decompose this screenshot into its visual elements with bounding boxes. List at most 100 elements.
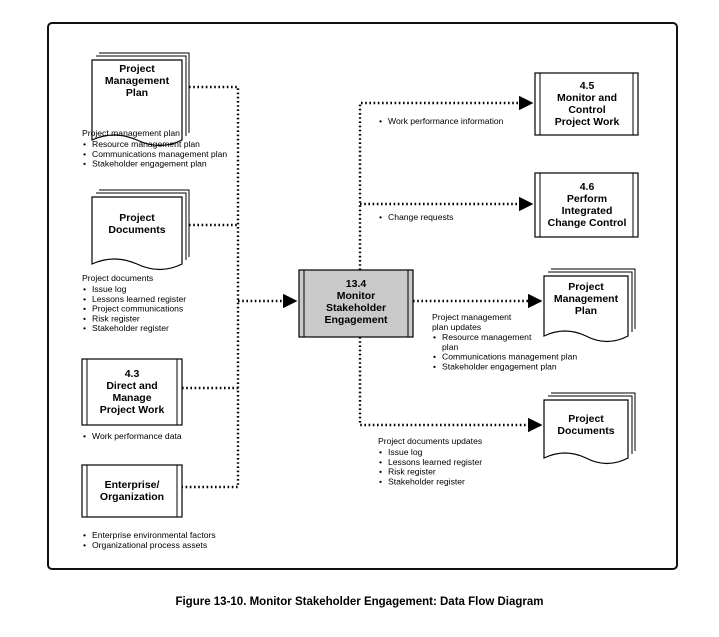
direct-manage-items: • Work performance data <box>83 431 182 441</box>
bullet: • <box>433 361 436 371</box>
title-line: Integrated <box>562 205 613 217</box>
list-item: Change requests <box>388 212 453 222</box>
title-line: 4.5 <box>580 80 595 92</box>
monitor-control-items: • Work performance information <box>379 116 504 126</box>
list-item: Enterprise environmental factors <box>92 530 216 540</box>
bullet: • <box>83 294 86 304</box>
bullet: • <box>379 447 382 457</box>
title-line: plan updates <box>432 322 481 332</box>
title-line: Project management <box>432 312 512 322</box>
title-line: Change Control <box>548 217 627 229</box>
list-item: Stakeholder engagement plan <box>92 159 207 169</box>
title-line: Management <box>105 75 170 87</box>
list-item: Communications management plan <box>92 149 227 159</box>
list-item: Organizational process assets <box>92 540 207 550</box>
title-line: Project <box>119 63 155 75</box>
bullet: • <box>83 139 86 149</box>
title-line: Monitor <box>337 290 376 302</box>
list-item: Stakeholder engagement plan <box>442 361 557 371</box>
project-docs-input-items: •Issue log•Lessons learned register•Proj… <box>83 284 186 333</box>
title-line: Perform <box>567 193 607 205</box>
bullet: • <box>83 159 86 169</box>
title-line: Direct and <box>106 380 157 392</box>
title-line: Control <box>568 104 605 116</box>
bullet: • <box>83 431 86 441</box>
list-item: Stakeholder register <box>92 323 169 333</box>
title-line: 4.3 <box>125 368 140 380</box>
list-item: plan <box>442 342 458 352</box>
list-item: Issue log <box>388 447 423 457</box>
title-line: Organization <box>100 491 164 503</box>
list-item: Resource management <box>442 332 532 342</box>
enterprise-items: •Enterprise environmental factors•Organi… <box>83 530 216 550</box>
input-connectors <box>182 85 240 489</box>
title-line: Documents <box>557 425 614 437</box>
title-line: 4.6 <box>580 181 595 193</box>
title-line: Plan <box>126 87 148 99</box>
title-line: Plan <box>575 305 597 317</box>
bullet: • <box>83 540 86 550</box>
bullet: • <box>83 304 86 314</box>
pm-plan-input-heading: Project management plan <box>82 128 180 138</box>
list-item: Communications management plan <box>442 352 577 362</box>
title-line: Management <box>554 293 619 305</box>
integrated-change-items: • Change requests <box>379 212 453 222</box>
figure-caption: Figure 13-10. Monitor Stakeholder Engage… <box>175 596 544 608</box>
list-item: Issue log <box>92 284 127 294</box>
bullet: • <box>379 116 382 126</box>
bullet: • <box>433 332 436 342</box>
bullet: • <box>379 212 382 222</box>
title-line: Stakeholder <box>326 302 386 314</box>
list-item: Project communications <box>92 304 183 314</box>
title-line: Enterprise/ <box>105 479 160 491</box>
list-item: Stakeholder register <box>388 476 465 486</box>
title-line: 13.4 <box>346 278 367 290</box>
list-item: Lessons learned register <box>388 457 482 467</box>
list-item: Risk register <box>388 467 436 477</box>
bullet: • <box>379 467 382 477</box>
bullet: • <box>83 313 86 323</box>
title-line: Manage <box>112 392 151 404</box>
project-docs-input-heading: Project documents <box>82 273 153 283</box>
input-enterprise-organization: Enterprise/Organization <box>81 464 183 518</box>
title-line: Engagement <box>324 314 388 326</box>
bullet: • <box>83 323 86 333</box>
project-docs-output-items: • Issue log • Lessons learned register • Risk… <box>379 447 482 486</box>
output-connectors <box>358 95 543 433</box>
enterprise-title: Enterprise/Organization <box>100 479 164 503</box>
title-line: Monitor and <box>557 92 617 104</box>
list-item: Risk register <box>92 313 140 323</box>
list-item: Resource management plan <box>92 139 200 149</box>
title-line: Project <box>119 212 155 224</box>
title-line: Project <box>568 281 604 293</box>
title-line: Documents <box>108 224 165 236</box>
diagram-frame <box>47 22 678 570</box>
bullet: • <box>379 476 382 486</box>
list-item: Work performance data <box>92 431 182 441</box>
bullet: • <box>433 352 436 362</box>
bullet: • <box>83 284 86 294</box>
title-line: Project <box>568 413 604 425</box>
project-docs-output-heading: Project documents updates <box>378 436 482 446</box>
pm-plan-input-items: • Resource management plan • Communications… <box>83 139 227 169</box>
list-item: Work performance information <box>388 116 504 126</box>
